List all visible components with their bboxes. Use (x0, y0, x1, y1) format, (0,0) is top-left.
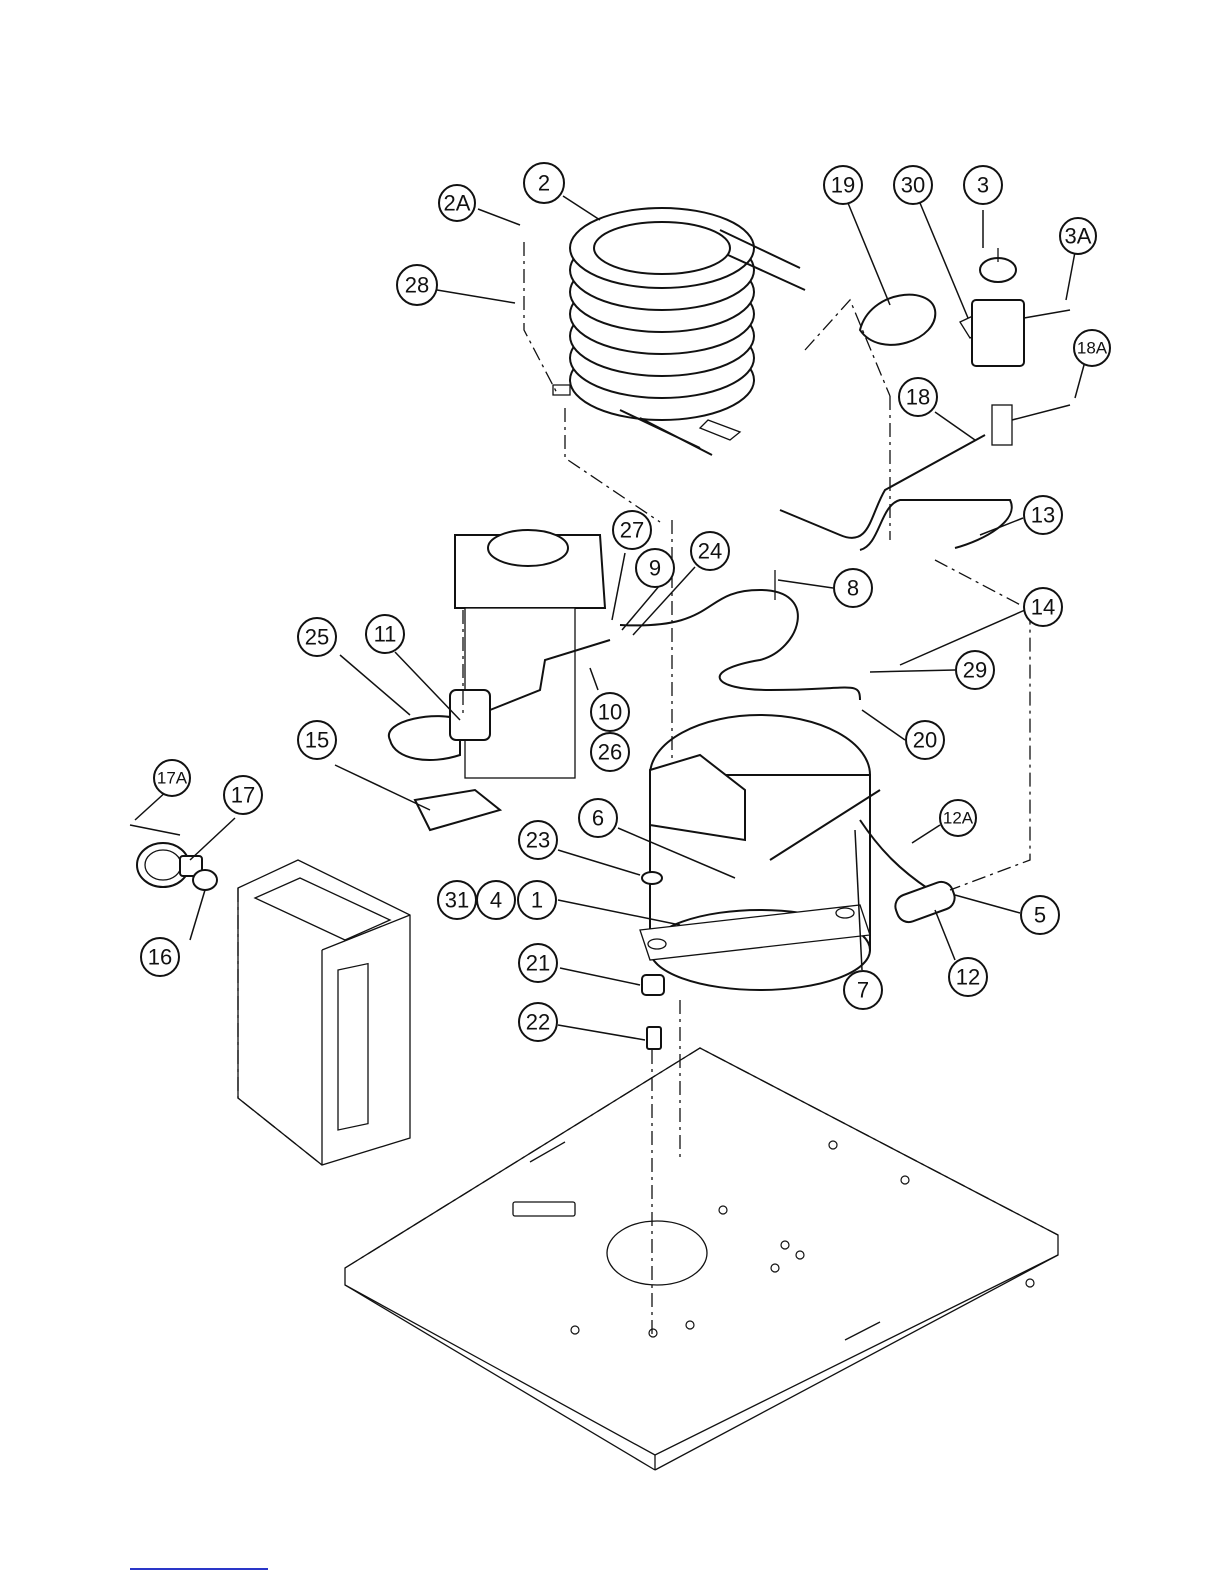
callout-label: 15 (305, 728, 329, 753)
callout-label: 14 (1031, 595, 1055, 620)
callout-label: 9 (649, 556, 661, 581)
callout-label: 10 (598, 700, 622, 725)
callout-21: 21 (519, 944, 557, 982)
callout-label: 22 (526, 1010, 550, 1035)
callout-label: 2A (444, 191, 471, 216)
callout-label: 3A (1065, 224, 1092, 249)
electrical-box (238, 860, 410, 1165)
callout-label: 23 (526, 828, 550, 853)
callout-label: 6 (592, 806, 604, 831)
callout-24: 24 (691, 532, 729, 570)
callout-label: 12A (943, 809, 974, 828)
callout-label: 21 (526, 951, 550, 976)
callout-31: 31 (438, 881, 476, 919)
callout-label: 24 (698, 539, 722, 564)
callout-6: 6 (579, 799, 617, 837)
callout-16: 16 (141, 938, 179, 976)
callout-label: 18A (1077, 339, 1108, 358)
callout-label: 5 (1034, 903, 1046, 928)
callout-label: 13 (1031, 503, 1055, 528)
callout-18a: 18A (1074, 330, 1110, 366)
callout-label: 8 (847, 576, 859, 601)
callout-26: 26 (591, 733, 629, 771)
callout-14: 14 (1024, 588, 1062, 626)
callout-label: 17 (231, 783, 255, 808)
callout-label: 1 (531, 888, 543, 913)
callout-28: 28 (397, 265, 437, 305)
callout-22: 22 (519, 1003, 557, 1041)
callout-30: 30 (894, 166, 932, 204)
callout-7: 7 (844, 971, 882, 1009)
callout-label: 12 (956, 965, 980, 990)
callout-18: 18 (899, 378, 937, 416)
callout-17: 17 (224, 776, 262, 814)
callout-1: 1 (518, 881, 556, 919)
callout-19: 19 (824, 166, 862, 204)
callout-label: 29 (963, 658, 987, 683)
callout-4: 4 (477, 881, 515, 919)
callout-label: 2 (538, 171, 550, 196)
callout-12a: 12A (940, 800, 976, 836)
callout-20: 20 (906, 721, 944, 759)
callout-label: 11 (374, 622, 397, 647)
callout-label: 7 (857, 978, 869, 1003)
callout-12: 12 (949, 958, 987, 996)
callout-9: 9 (636, 549, 674, 587)
callout-label: 17A (157, 769, 188, 788)
callout-label: 28 (405, 273, 429, 298)
callout-15: 15 (298, 721, 336, 759)
callout-13: 13 (1024, 496, 1062, 534)
callout-3: 3 (964, 166, 1002, 204)
thermostat (130, 825, 217, 890)
callout-label: 16 (148, 945, 172, 970)
callout-17a: 17A (154, 760, 190, 796)
callout-label: 20 (913, 728, 937, 753)
callout-29: 29 (956, 651, 994, 689)
callout-2: 2 (524, 163, 564, 203)
base-plate (345, 1048, 1058, 1470)
callout-23: 23 (519, 821, 557, 859)
callout-5: 5 (1021, 896, 1059, 934)
callout-label: 3 (977, 173, 989, 198)
callout-8: 8 (834, 569, 872, 607)
callout-label: 30 (901, 173, 925, 198)
callout-label: 31 (445, 888, 469, 913)
compressor (640, 715, 930, 990)
callout-25: 25 (298, 618, 336, 656)
callout-label: 19 (831, 173, 855, 198)
callout-label: 4 (490, 888, 502, 913)
callout-2a: 2A (439, 185, 475, 221)
footer-link-underline[interactable] (130, 1568, 268, 1570)
callout-27: 27 (613, 511, 651, 549)
callout-label: 26 (598, 740, 622, 765)
condenser-coil (553, 208, 805, 455)
callout-label: 27 (620, 518, 644, 543)
callout-label: 18 (906, 385, 930, 410)
callout-3a: 3A (1060, 218, 1096, 254)
callout-label: 25 (305, 625, 329, 650)
callout-10: 10 (591, 693, 629, 731)
water-regulating-valve (860, 248, 1070, 366)
tubing-18-13 (780, 405, 1070, 550)
callout-11: 11 (366, 615, 404, 653)
